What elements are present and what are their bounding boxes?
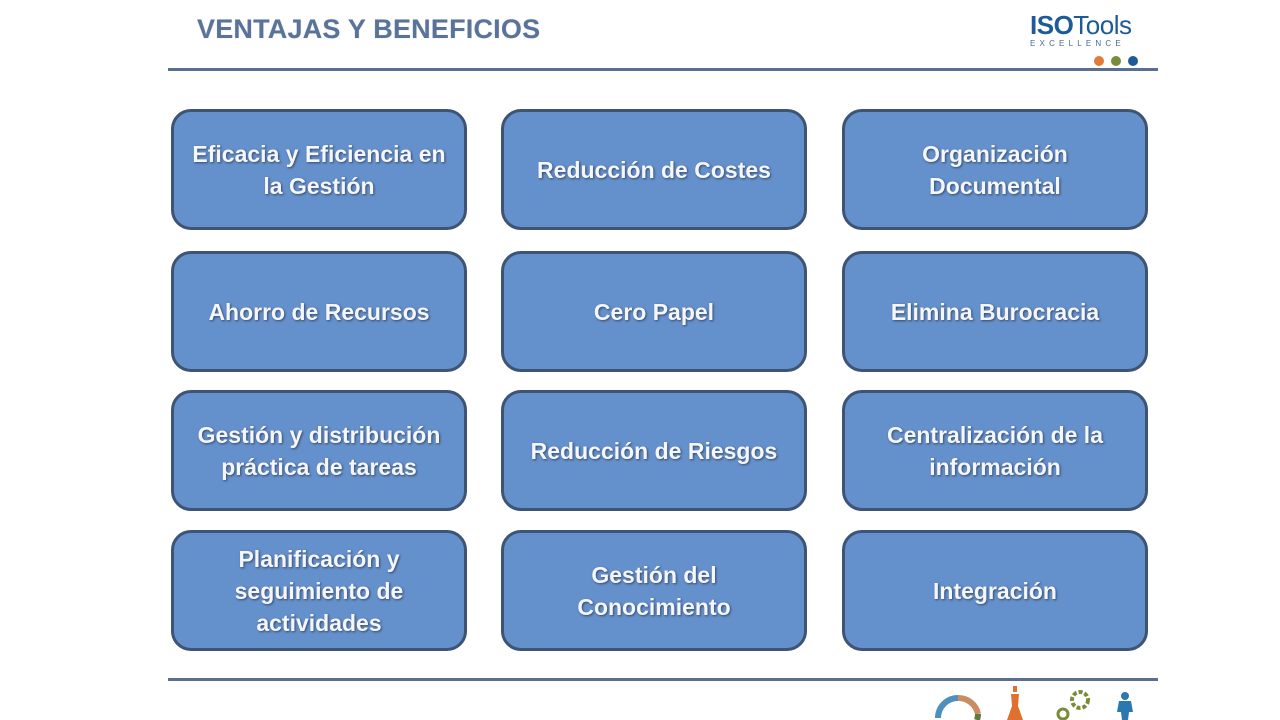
benefit-box: Planificación y seguimiento de actividad… [171, 530, 467, 651]
gears-icon [1056, 690, 1090, 720]
benefit-box: Cero Papel [501, 251, 807, 372]
benefit-box: Centralización de la información [842, 390, 1148, 511]
chess-piece-icon [1007, 686, 1023, 720]
benefit-box: Ahorro de Recursos [171, 251, 467, 372]
cycle-icon [935, 695, 981, 720]
logo-brand: ISOTools [1030, 10, 1132, 40]
benefit-box: Elimina Burocracia [842, 251, 1148, 372]
benefit-box: Organización Documental [842, 109, 1148, 230]
logo-dot-orange [1094, 56, 1104, 66]
benefit-box: Reducción de Riesgos [501, 390, 807, 511]
logo: ISOTools EXCELLENCE [1030, 10, 1138, 66]
benefit-box: Gestión y distribución práctica de tarea… [171, 390, 467, 511]
page-title: VENTAJAS Y BENEFICIOS [197, 14, 541, 44]
benefit-box: Reducción de Costes [501, 109, 807, 230]
logo-dots [1094, 56, 1138, 66]
benefit-box: Integración [842, 530, 1148, 651]
logo-dot-blue [1128, 56, 1138, 66]
header-divider [168, 68, 1158, 71]
benefit-box: Gestión del Conocimiento [501, 530, 807, 651]
logo-dot-olive [1111, 56, 1121, 66]
person-icon [1117, 692, 1133, 720]
logo-tagline: EXCELLENCE [1030, 39, 1125, 48]
footer-icons [935, 686, 1133, 720]
footer-divider [168, 678, 1158, 681]
benefit-box: Eficacia y Eficiencia en la Gestión [171, 109, 467, 230]
